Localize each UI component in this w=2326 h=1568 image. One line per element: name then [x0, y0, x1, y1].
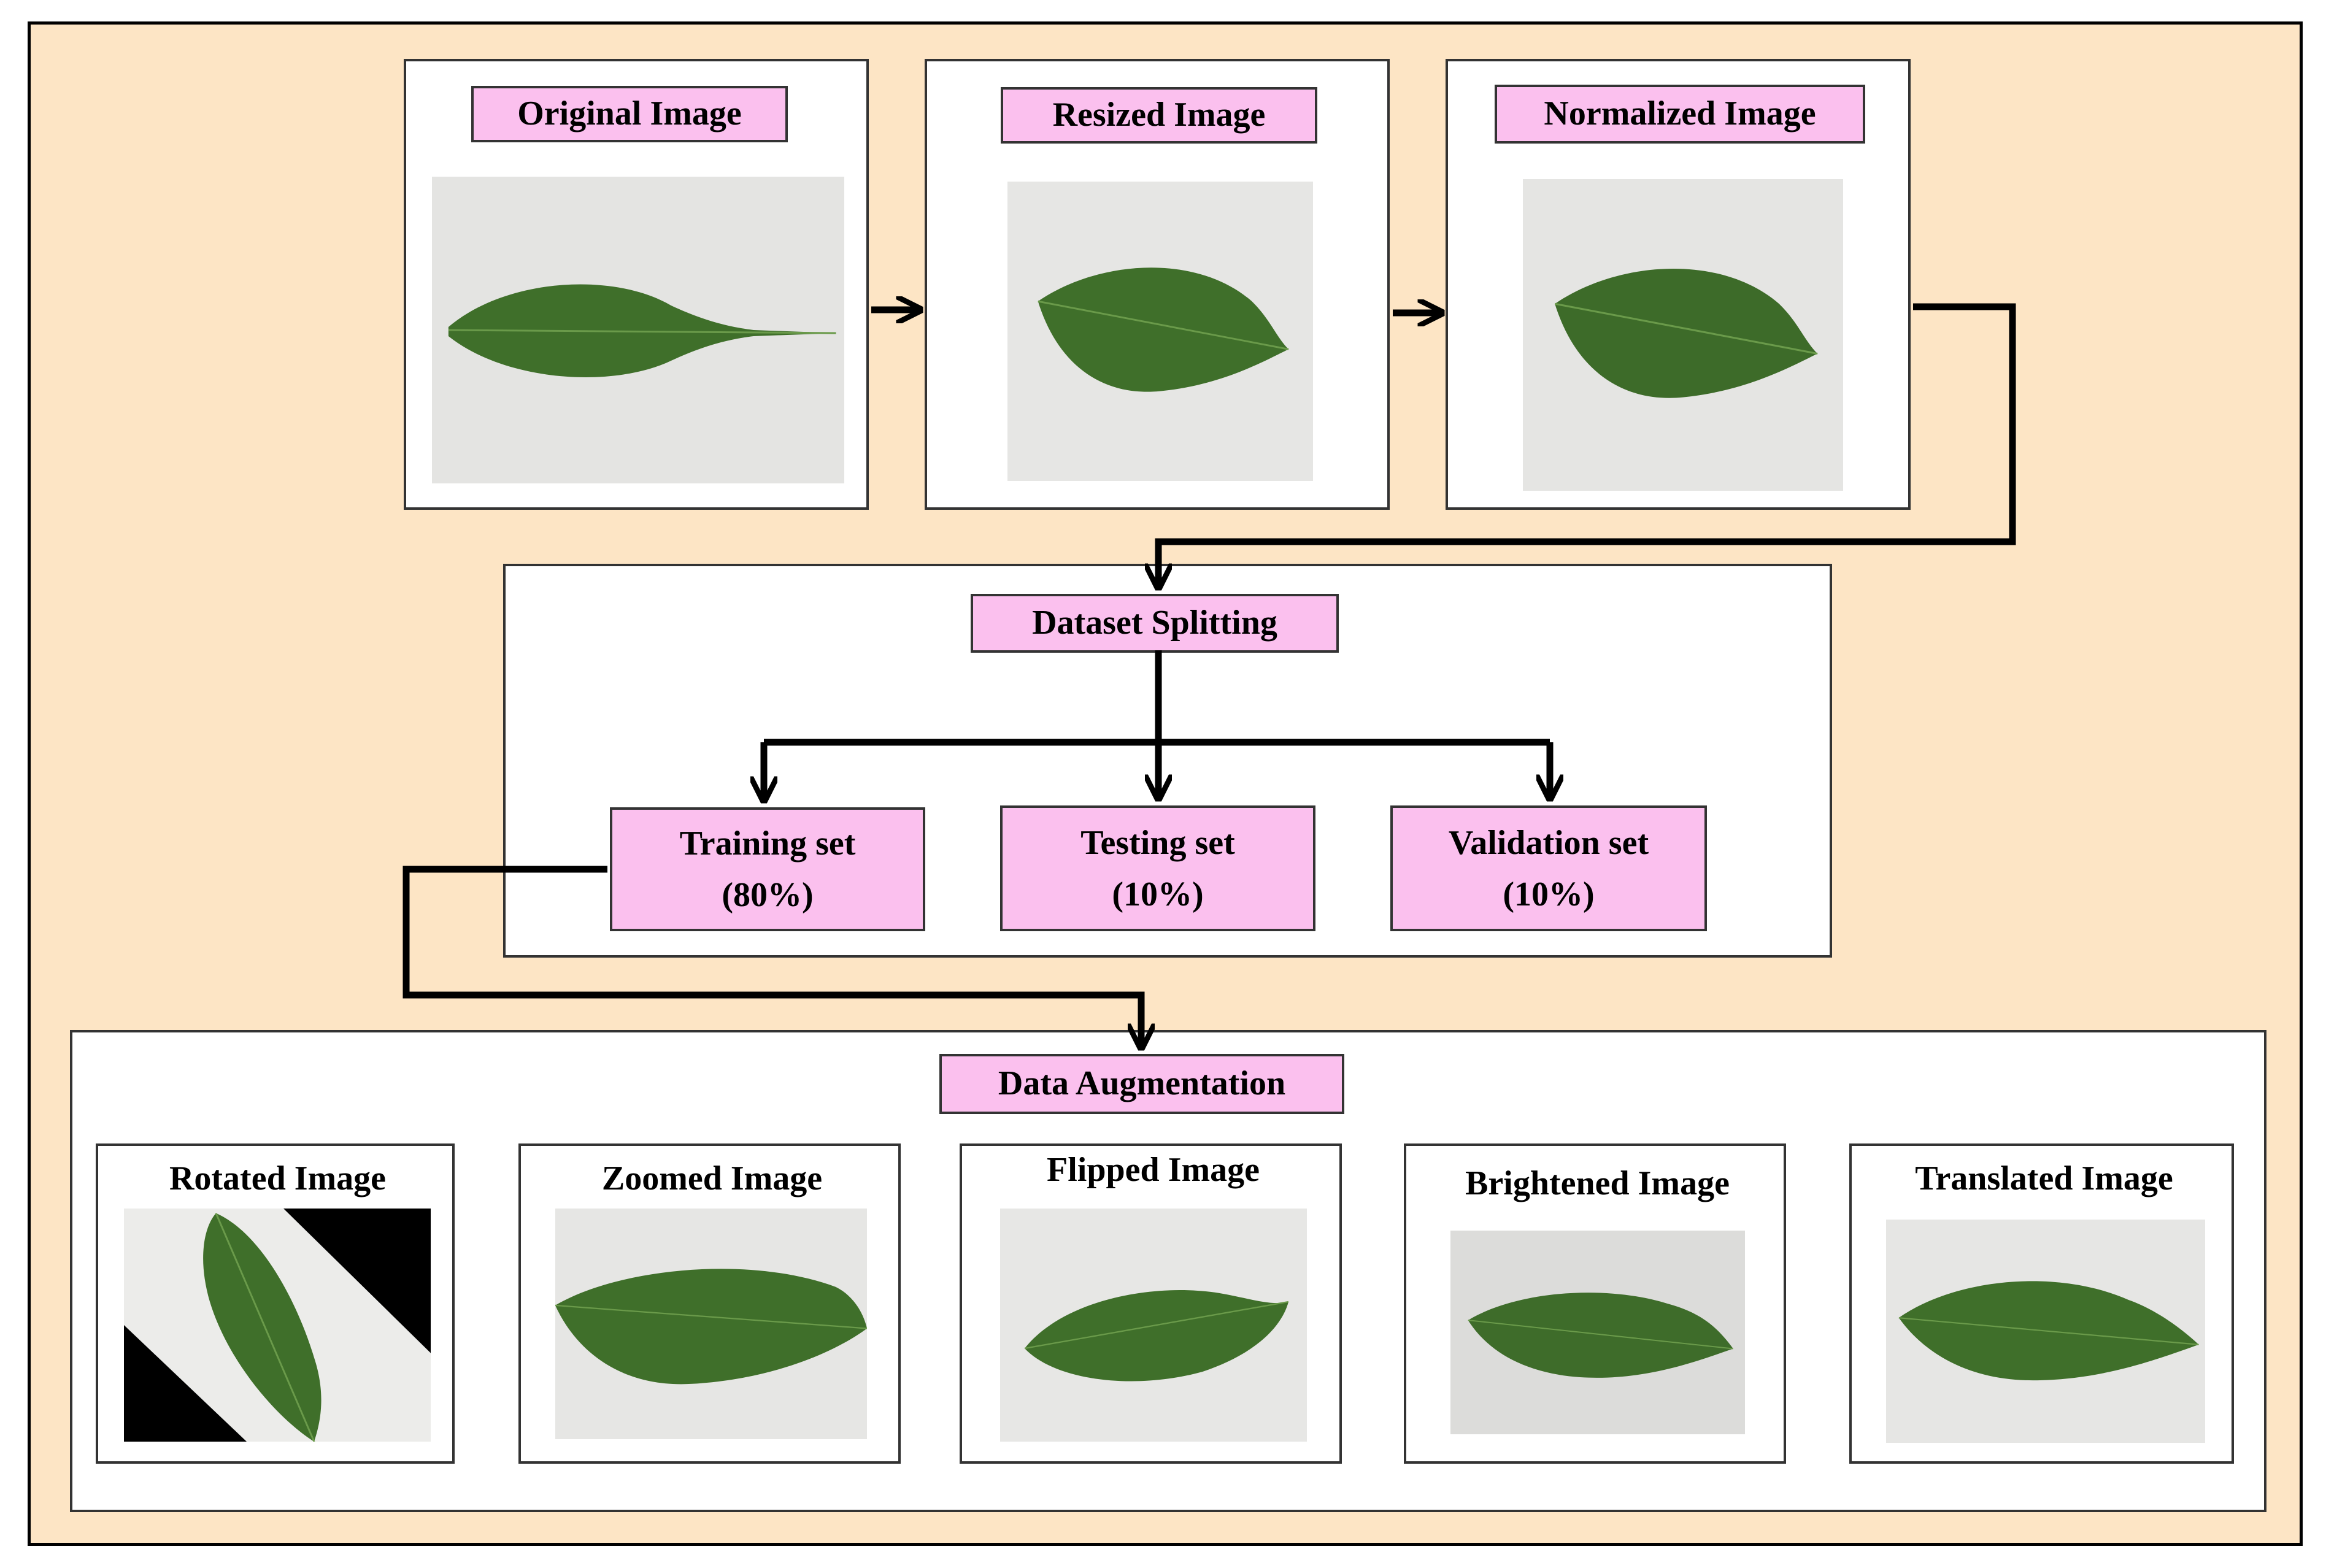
translated-image-label: Translated Image [1915, 1159, 2173, 1197]
resized-image-panel: Resized Image [925, 59, 1390, 510]
original-leaf-photo [432, 177, 844, 483]
translated-image-panel: Translated Image [1849, 1143, 2234, 1464]
data-augmentation-label: Data Augmentation [939, 1054, 1344, 1114]
dataset-splitting-panel: Dataset Splitting Training set (80%) Tes… [503, 564, 1832, 958]
brightened-image-label: Brightened Image [1465, 1164, 1730, 1202]
original-image-label: Original Image [471, 86, 788, 142]
arrow-normalized-to-splitting [1158, 303, 2016, 588]
arrow-training-to-augmentation [402, 866, 1141, 1048]
zoomed-leaf-photo [555, 1209, 867, 1439]
rotated-image-label: Rotated Image [169, 1159, 387, 1197]
brightened-leaf-photo [1450, 1231, 1745, 1434]
validation-set-name: Validation set [1448, 823, 1649, 862]
rotated-leaf-photo [124, 1209, 431, 1442]
flipped-image-label: Flipped Image [1047, 1151, 1260, 1189]
validation-set-percent: (10%) [1503, 875, 1595, 913]
translated-leaf-photo [1886, 1220, 2205, 1443]
testing-set-percent: (10%) [1112, 875, 1204, 913]
rotated-image-panel: Rotated Image [96, 1143, 455, 1464]
resized-leaf-photo [1007, 182, 1313, 481]
testing-set-name: Testing set [1080, 823, 1235, 862]
validation-set-box: Validation set (10%) [1390, 805, 1707, 931]
normalized-image-panel: Normalized Image [1446, 59, 1911, 510]
flipped-leaf-photo [1000, 1209, 1307, 1442]
zoomed-image-panel: Zoomed Image [518, 1143, 901, 1464]
zoomed-image-label: Zoomed Image [601, 1159, 823, 1197]
brightened-image-panel: Brightened Image [1404, 1143, 1786, 1464]
training-set-name: Training set [679, 824, 856, 863]
testing-set-box: Testing set (10%) [1000, 805, 1315, 931]
normalized-image-label: Normalized Image [1495, 85, 1865, 144]
training-set-percent: (80%) [722, 876, 814, 914]
resized-image-label: Resized Image [1001, 87, 1317, 144]
dataset-splitting-label: Dataset Splitting [971, 594, 1339, 653]
flipped-image-panel: Flipped Image [960, 1143, 1342, 1464]
normalized-leaf-photo [1523, 179, 1843, 491]
original-image-panel: Original Image [404, 59, 869, 510]
training-set-box: Training set (80%) [610, 807, 925, 931]
